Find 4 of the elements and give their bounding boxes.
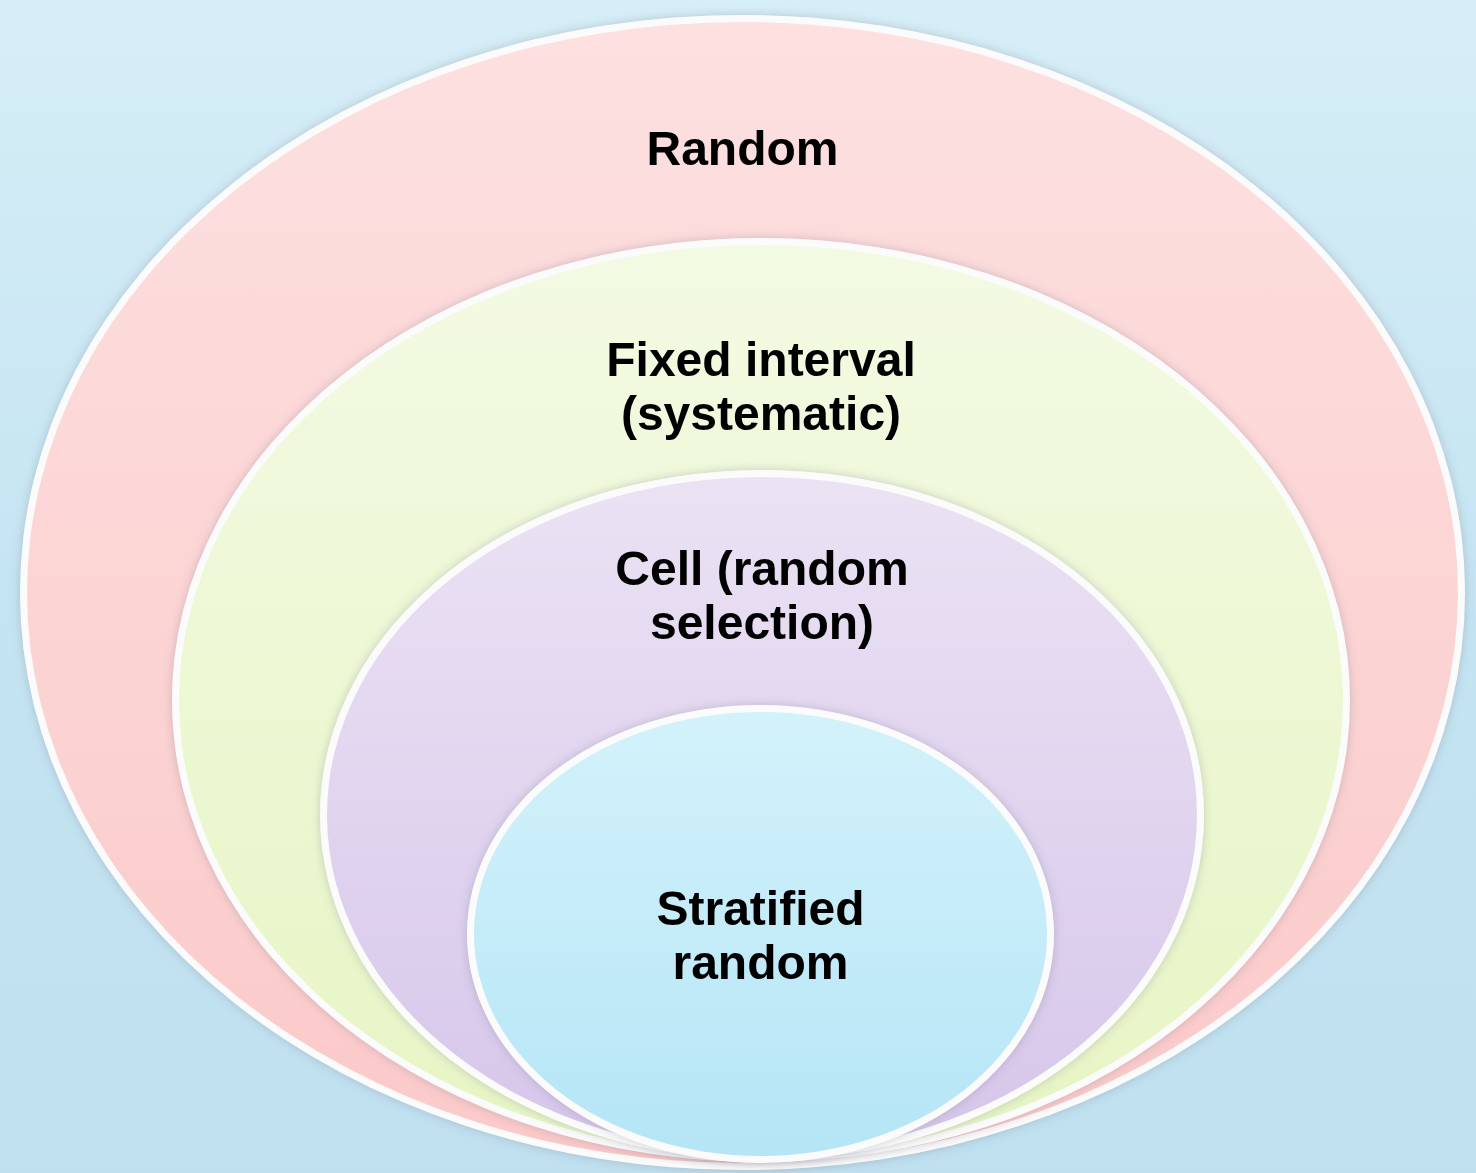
region-label: Fixed interval (systematic) <box>605 333 917 441</box>
region-label: Stratified random <box>655 882 866 990</box>
region-label: Cell (random selection) <box>614 542 910 650</box>
region-label: Random <box>646 122 839 176</box>
